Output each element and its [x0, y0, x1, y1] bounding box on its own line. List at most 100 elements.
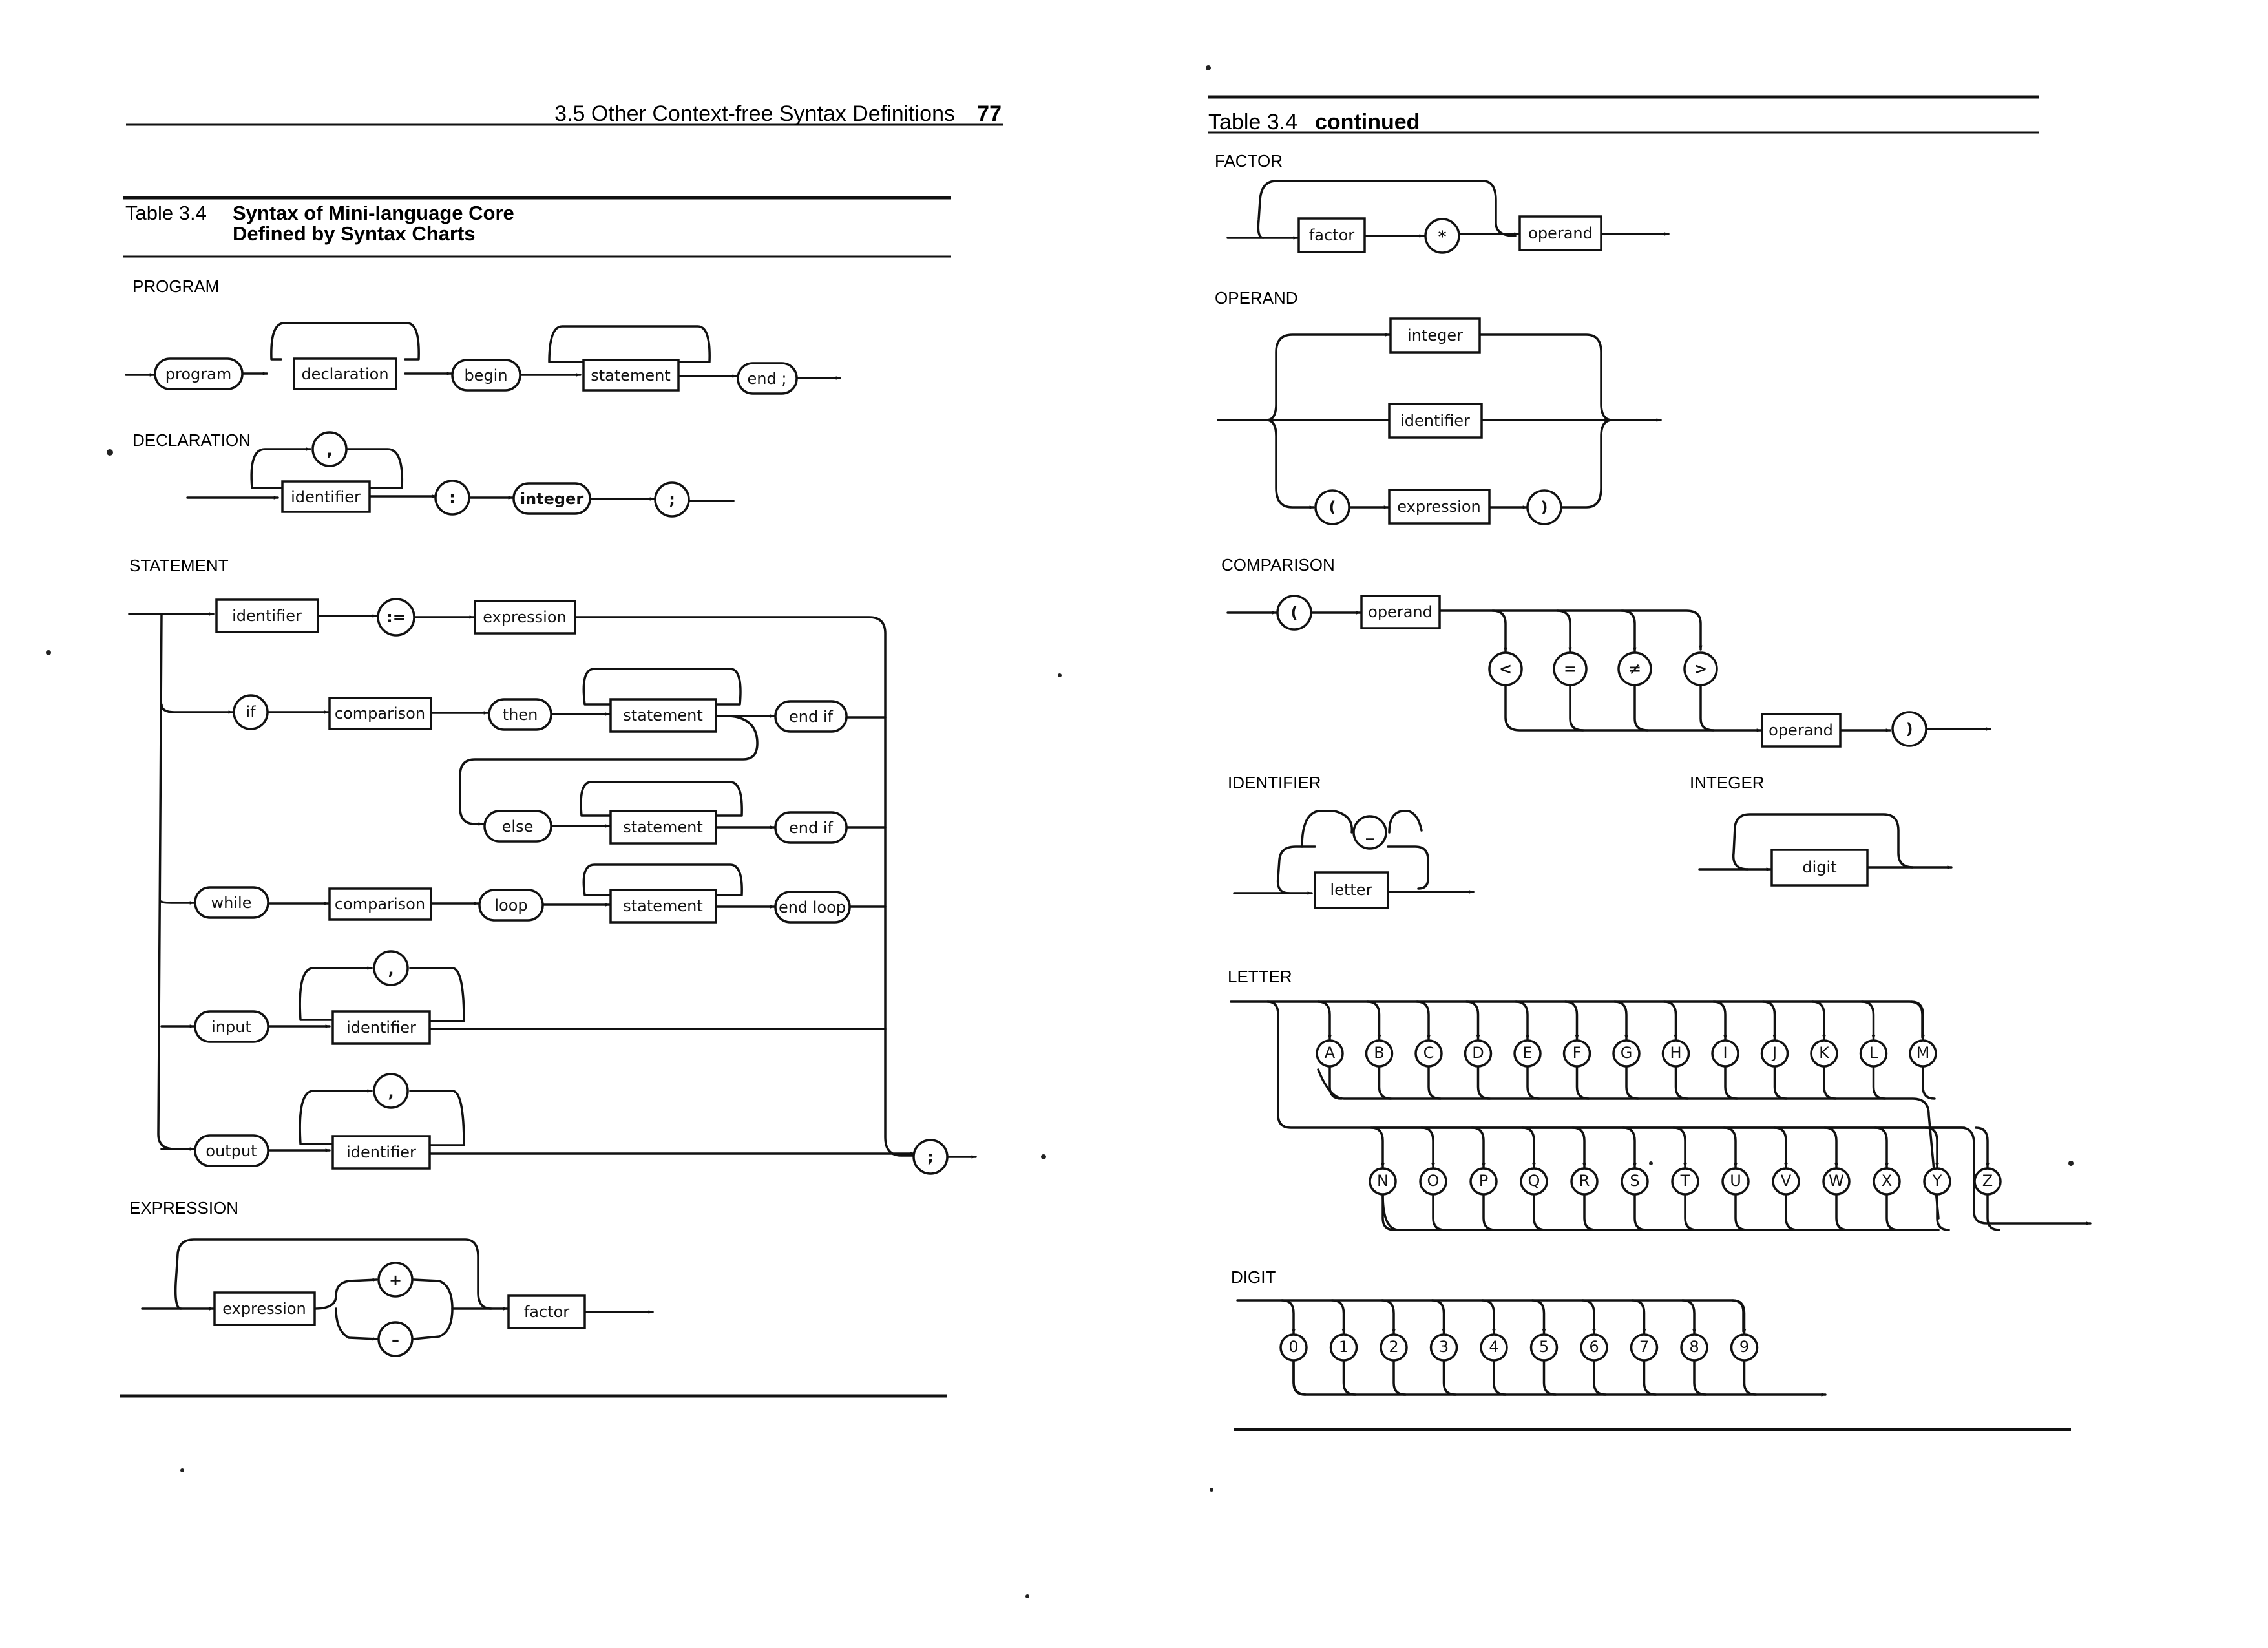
- stmt-identifier-box: [215, 598, 319, 633]
- digit-circle: [1380, 1333, 1408, 1362]
- else-statement-label: statement: [623, 818, 703, 836]
- input-comma-circle: [373, 950, 409, 986]
- letter-n-z-merge-wire: [1583, 1193, 1597, 1231]
- while-statement-label: statement: [623, 897, 703, 915]
- digit-merge-wire: [1743, 1359, 1758, 1396]
- output-identifier-box: [331, 1135, 431, 1170]
- comparison-operand-box-2: [1761, 713, 1842, 748]
- expression-to-minus-arrow: [335, 1307, 378, 1341]
- statement-repeat-loop: [548, 325, 711, 363]
- factor-repeat-loop: [1257, 180, 1517, 239]
- branch-ne-arrow: [1621, 609, 1637, 653]
- then-keyword: [488, 698, 552, 731]
- letter-n-z-merge-wire: [1381, 1193, 1396, 1231]
- digit-label: 1: [1339, 1338, 1349, 1356]
- letter-a-m-label: C: [1423, 1044, 1434, 1062]
- digit-circle: [1429, 1333, 1458, 1362]
- letter-main-path: [1230, 1000, 2092, 1225]
- letter-a-m-merge-wire: [1625, 1065, 1639, 1100]
- else-statement-repeat-loop: [580, 781, 743, 817]
- letter-n-z-circle: [1369, 1167, 1397, 1196]
- digit-circle: [1279, 1333, 1308, 1362]
- letter-a-m-label: G: [1621, 1044, 1633, 1062]
- letter-n-z-circle: [1873, 1167, 1901, 1196]
- identifier-letter-box: [1314, 871, 1389, 909]
- table-label-continued: Table 3.4: [1208, 110, 1297, 134]
- operand-rparen-circle: [1526, 489, 1562, 525]
- output-comma-circle: [373, 1073, 409, 1109]
- letter-n-z-branch-wire: [1723, 1126, 1738, 1168]
- while-keyword: [194, 886, 269, 919]
- branch-while-arrow: [160, 900, 195, 905]
- digit-merge-wire: [1643, 1359, 1657, 1396]
- lt-circle: [1488, 651, 1523, 686]
- comparison-rparen-circle: [1891, 711, 1927, 747]
- output-comma-label: ,: [388, 1083, 394, 1101]
- assign-circle: [377, 598, 415, 637]
- statement-box: [582, 359, 680, 392]
- letter-a-m-circle: [1513, 1039, 1542, 1068]
- digit-label: 2: [1389, 1338, 1398, 1356]
- expr-expression-label: expression: [222, 1300, 306, 1318]
- letter-a-m-label: L: [1869, 1044, 1878, 1062]
- digit-label: 6: [1589, 1338, 1599, 1356]
- letter-a-m-label: F: [1573, 1044, 1582, 1062]
- letter-a-m-merge-wire: [1773, 1065, 1788, 1100]
- letter-n-z-label: Q: [1528, 1172, 1540, 1190]
- digit-branch-wire: [1281, 1299, 1296, 1335]
- input-keyword: [194, 1010, 269, 1043]
- endloop-keyword: [774, 891, 851, 924]
- heading-comparison: COMPARISON: [1221, 555, 1335, 575]
- stmt-expression-label: expression: [483, 608, 566, 626]
- digit-circle: [1580, 1333, 1608, 1362]
- letter-n-z-branch-wire: [1672, 1126, 1687, 1168]
- letter-a-m-merge-wire: [1872, 1065, 1887, 1100]
- digit-branch-wire: [1381, 1299, 1396, 1335]
- table-title-continued: continued: [1315, 110, 1420, 134]
- letter-n-z-label: Z: [1982, 1172, 1993, 1190]
- digit-label: 4: [1489, 1338, 1498, 1356]
- statement-end-semicolon-circle: [912, 1139, 949, 1175]
- letter-a-m-label: E: [1522, 1044, 1532, 1062]
- operand-identifier-label: identifier: [1400, 412, 1470, 430]
- letter-a-m-circle: [1414, 1039, 1443, 1068]
- letter-a-m-branch-wire: [1564, 1000, 1579, 1041]
- operand-lparen-circle: [1314, 489, 1350, 525]
- eq-label: =: [1564, 660, 1577, 678]
- digit-label: 9: [1739, 1338, 1749, 1356]
- decl-integer-keyword: [512, 482, 591, 515]
- letter-n-z-branch-wire: [1370, 1126, 1385, 1168]
- output-identifier-label: identifier: [346, 1143, 416, 1161]
- input-comma-label: ,: [388, 960, 394, 978]
- operand-integer-box: [1389, 317, 1481, 354]
- decl-comma-circle: [311, 431, 348, 467]
- letter-a-m-branch-wire: [1663, 1000, 1678, 1041]
- letter-n-z-merge-wire: [1936, 1193, 1950, 1231]
- heading-operand: OPERAND: [1215, 288, 1298, 308]
- letter-n-z-branch-wire: [1420, 1126, 1435, 1168]
- while-comparison-box: [328, 887, 432, 921]
- letter-n-z-label: X: [1882, 1172, 1892, 1190]
- letter-a-m-branch-wire: [1465, 1000, 1480, 1041]
- digit-merge-wire: [1442, 1359, 1457, 1396]
- heading-integer: INTEGER: [1690, 773, 1765, 792]
- if-statement-label: statement: [623, 706, 703, 724]
- digit-circle: [1680, 1333, 1708, 1362]
- letter-n-z-circle: [1973, 1167, 2002, 1196]
- letter-n-z-branch-wire: [1471, 1126, 1486, 1168]
- factor-operand-box: [1518, 215, 1602, 251]
- expression-to-plus-arrow: [313, 1278, 378, 1310]
- letter-n-z-circle: [1469, 1167, 1498, 1196]
- letter-a-m-circle: [1365, 1039, 1394, 1068]
- letter-n-z-circle: [1721, 1167, 1750, 1196]
- comparison-operand-label-1: operand: [1368, 603, 1433, 621]
- comparison-rparen-label: ): [1906, 720, 1913, 738]
- decl-colon-circle: [434, 480, 470, 516]
- letter-a-m-branch-wire: [1761, 1000, 1777, 1041]
- expr-expression-box: [213, 1291, 316, 1326]
- integer-digit-box: [1770, 849, 1869, 887]
- letter-n-z-merge-wire: [1482, 1193, 1496, 1231]
- digit-circle: [1529, 1333, 1559, 1362]
- letter-n-z-circle: [1822, 1167, 1851, 1196]
- letter-a-m-branch-wire: [1910, 1000, 1925, 1041]
